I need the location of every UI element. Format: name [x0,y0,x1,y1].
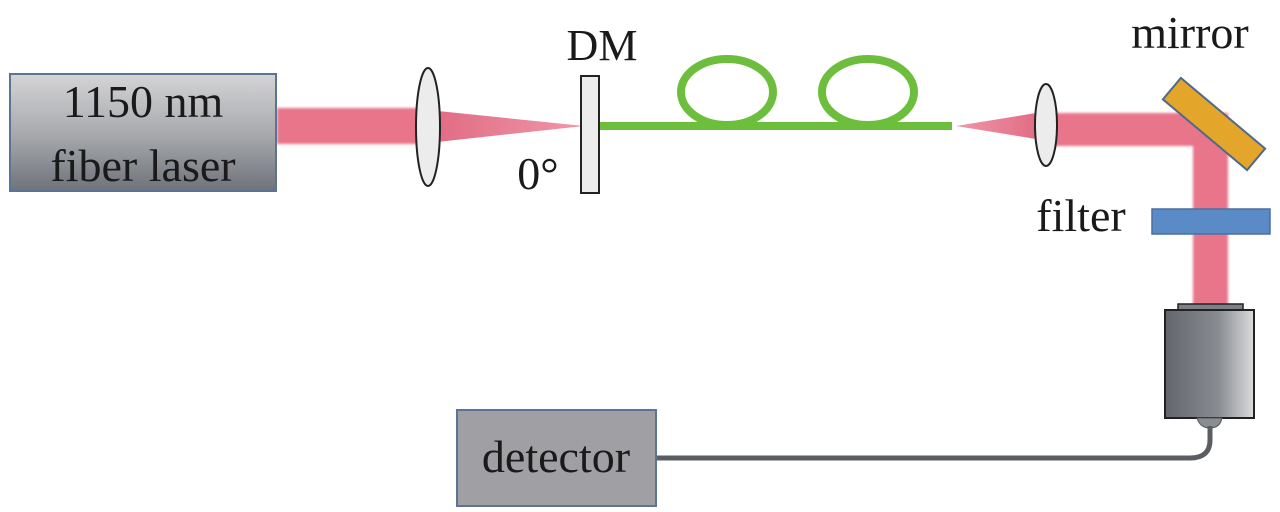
collimating-lens [1034,83,1058,167]
dm-label: DM [567,21,638,70]
detector-head [1164,303,1255,429]
laser-label-line2: fiber laser [50,140,235,191]
laser-beam-focusing [428,110,584,143]
laser-source: 1150 nm fiber laser [9,73,277,192]
laser-beam-collimated [277,108,427,144]
filter-label: filter [1036,190,1125,241]
dichroic-mirror [580,75,600,194]
fiber-output-beam [956,112,1042,140]
laser-label-line1: 1150 nm [63,76,224,127]
detector-unit: detector [456,409,657,507]
optical-filter [1151,208,1271,235]
detector-label: detector [482,431,630,482]
mirror-label: mirror [1131,7,1249,58]
fold-mirror [1161,76,1267,172]
signal-cable [656,426,1213,461]
dm-angle-label: 0° [517,148,558,199]
focusing-lens [415,67,441,187]
fiber-coil [598,55,952,130]
